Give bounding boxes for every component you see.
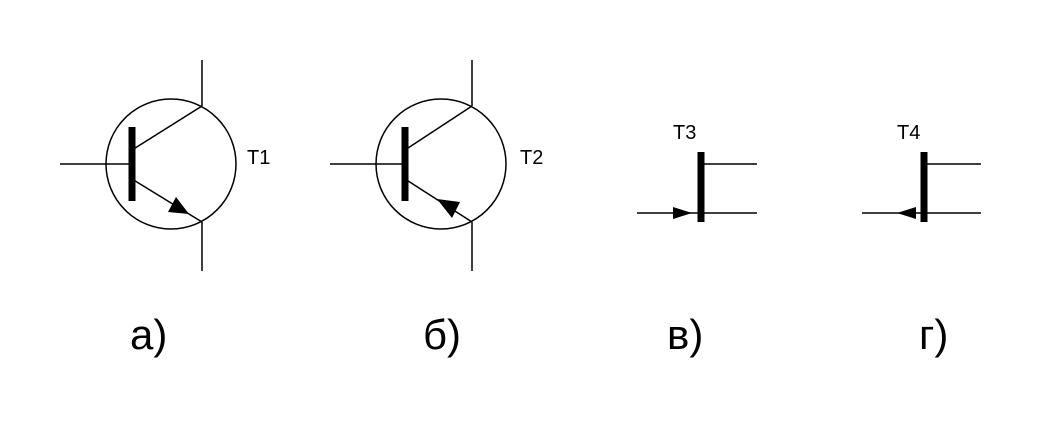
symbol-transistor-t3: [637, 152, 757, 222]
caption-a: а): [130, 311, 168, 358]
designator-t2: T2: [520, 147, 544, 169]
caption-g: г): [919, 311, 949, 358]
designator-t3: T3: [673, 122, 697, 144]
emitter-arrow-left-t4: [897, 207, 916, 219]
emitter-lead-t1: [131, 178, 203, 223]
caption-v: в): [667, 311, 704, 358]
caption-b: б): [423, 311, 462, 358]
collector-lead-t2: [404, 105, 473, 151]
emitter-arrow-right-t3: [673, 207, 692, 219]
symbol-pnp-transistor-t2: [330, 60, 507, 271]
designator-t4: T4: [897, 122, 921, 144]
designator-t1: T1: [247, 147, 271, 169]
collector-lead-t1: [131, 105, 203, 151]
emitter-arrow-out-t1: [168, 197, 189, 214]
symbol-npn-transistor-t1: [60, 60, 237, 271]
emitter-arrow-in-t2: [437, 199, 460, 218]
symbol-transistor-t4: [862, 152, 981, 222]
